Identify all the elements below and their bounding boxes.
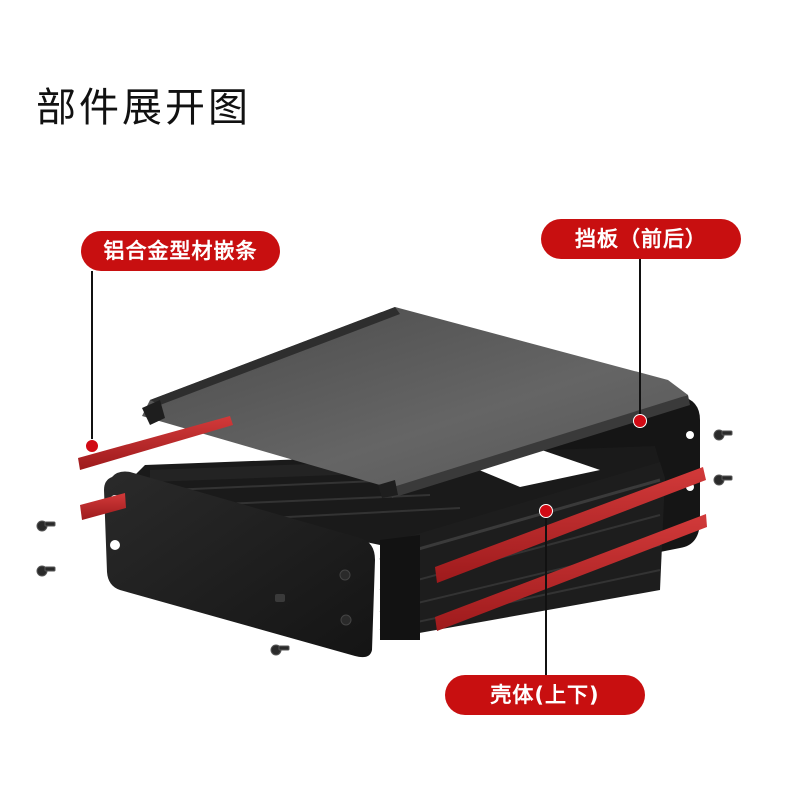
callout-label-end-plate: 挡板（前后） bbox=[541, 219, 741, 259]
leader-line-shell bbox=[545, 511, 547, 675]
leader-dot-end-plate bbox=[633, 414, 647, 428]
screw-icon bbox=[713, 474, 733, 486]
leader-line-end-plate bbox=[639, 259, 641, 421]
leader-line-insert-strip bbox=[91, 271, 93, 446]
screw-icon bbox=[36, 565, 56, 577]
leader-dot-shell bbox=[539, 504, 553, 518]
leader-dot-insert-strip bbox=[85, 439, 99, 453]
top-shell-lid bbox=[142, 307, 690, 498]
screw-icon bbox=[36, 520, 56, 532]
screw-icon bbox=[270, 644, 290, 656]
red-insert-strips bbox=[78, 416, 707, 631]
screws bbox=[36, 429, 733, 656]
callout-label-insert-strip: 铝合金型材嵌条 bbox=[81, 231, 280, 271]
screw-icon bbox=[713, 429, 733, 441]
callout-label-shell: 壳体(上下) bbox=[445, 675, 645, 715]
page-title: 部件展开图 bbox=[36, 85, 251, 131]
